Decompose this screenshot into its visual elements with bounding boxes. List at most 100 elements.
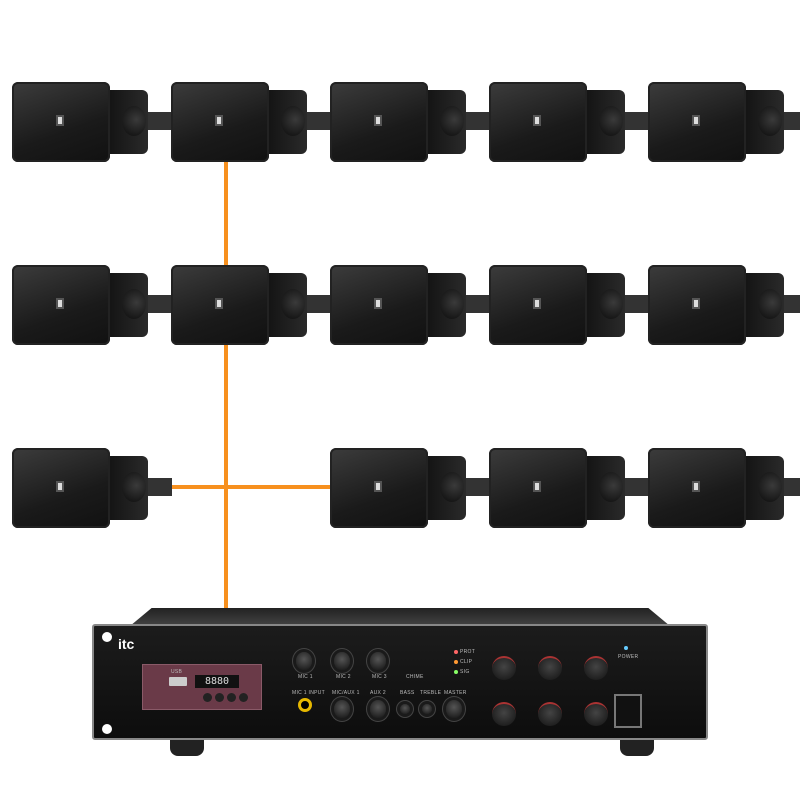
speaker-logo-icon [533,298,541,309]
mount-knob [758,106,782,136]
mount-knob [281,289,305,319]
mount-knob [440,289,464,319]
speaker-logo-icon [215,115,223,126]
speaker-grille [648,82,746,162]
speaker-logo-icon [692,481,700,492]
amp-foot [620,740,654,756]
mount-knob [440,106,464,136]
mic1-knob[interactable] [296,652,312,670]
speaker [171,265,331,345]
player-button[interactable] [227,693,236,702]
speaker-grille [330,82,428,162]
mic-aux-label: MIC/AUX 1 [332,690,360,696]
zone-knob[interactable] [492,702,516,726]
master-knob[interactable] [446,700,462,718]
mount-knob [758,472,782,502]
speaker-grille [171,82,269,162]
mount-knob [758,289,782,319]
power-switch[interactable] [614,694,642,728]
bass-knob[interactable] [400,704,410,714]
speaker-logo-icon [692,115,700,126]
mount-knob [122,106,146,136]
clip-label: CLIP [460,659,473,665]
sig-led [454,670,458,674]
player-button[interactable] [203,693,212,702]
speaker [330,448,490,528]
speaker-logo-icon [374,298,382,309]
zone-knob[interactable] [584,702,608,726]
prot-led [454,650,458,654]
treble-label: TREBLE [420,690,442,696]
speaker-grille [12,82,110,162]
rack-hole [102,632,112,642]
speaker-logo-icon [533,481,541,492]
mic1-label: MIC 1 [298,674,313,680]
mic3-label: MIC 3 [372,674,387,680]
brand-logo: itc [118,636,135,652]
power-led [624,646,628,650]
wire-row-3 [150,485,350,489]
speaker-grille [648,265,746,345]
speaker-logo-icon [56,298,64,309]
chime-label: CHIME [406,674,424,680]
mic1-input-jack[interactable] [298,698,312,712]
speaker [648,82,800,162]
aux2-knob[interactable] [370,700,386,718]
mount-knob [122,472,146,502]
mic1-input-label: MIC 1 INPUT [292,690,326,696]
sig-label: SIG [460,669,470,675]
aux2-label: AUX 2 [370,690,386,696]
speaker-grille [648,448,746,528]
player-button[interactable] [215,693,224,702]
speaker-grille [12,448,110,528]
speaker [648,265,800,345]
amp-foot [170,740,204,756]
mic-aux-knob[interactable] [334,700,350,718]
zone-knob[interactable] [538,656,562,680]
led-display: 8880 [195,675,239,688]
speaker [12,82,172,162]
speaker [489,448,649,528]
speaker-grille [171,265,269,345]
speaker-logo-icon [374,481,382,492]
amp-top [130,608,670,626]
media-player-panel: USB 8880 [142,664,262,710]
zone-knob[interactable] [584,656,608,680]
clip-led [454,660,458,664]
speaker-logo-icon [56,115,64,126]
speaker [330,82,490,162]
zone-knob[interactable] [492,656,516,680]
speaker [489,82,649,162]
usb-port[interactable] [169,677,187,686]
bass-label: BASS [400,690,415,696]
speaker-logo-icon [56,481,64,492]
speaker-grille [489,448,587,528]
speaker-logo-icon [374,115,382,126]
prot-label: PROT [460,649,476,655]
power-label: POWER [618,654,639,660]
mount-knob [440,472,464,502]
player-button[interactable] [239,693,248,702]
speaker [330,265,490,345]
speaker-logo-icon [215,298,223,309]
speaker-grille [330,265,428,345]
master-label: MASTER [444,690,467,696]
mic3-knob[interactable] [370,652,386,670]
mount-knob [122,289,146,319]
zone-knob[interactable] [538,702,562,726]
speaker [12,265,172,345]
treble-knob[interactable] [422,704,432,714]
wire-trunk [224,158,228,610]
mic2-knob[interactable] [334,652,350,670]
speaker-grille [12,265,110,345]
rack-hole [102,724,112,734]
speaker-logo-icon [692,298,700,309]
mic2-label: MIC 2 [336,674,351,680]
speaker [489,265,649,345]
usb-label: USB [171,669,183,675]
speaker [12,448,172,528]
speaker-logo-icon [533,115,541,126]
speaker [648,448,800,528]
mount-knob [281,106,305,136]
speaker-grille [489,265,587,345]
